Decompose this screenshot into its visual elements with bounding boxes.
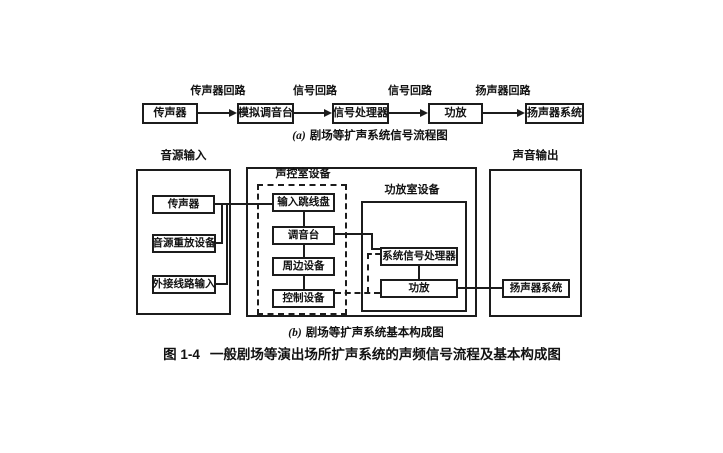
connector-line	[221, 205, 223, 243]
node-system-signal-processor: 系统信号处理器	[380, 247, 458, 266]
arrow-line	[198, 112, 229, 114]
node-microphone-b: 传声器	[152, 195, 215, 214]
node-peripheral-equipment: 周边设备	[272, 257, 335, 276]
section-label-source-input: 音源输入	[160, 150, 207, 162]
node-power-amplifier-b: 功放	[380, 279, 458, 298]
node-external-line-input: 外接线路输入	[152, 275, 216, 294]
sound-output-container	[489, 169, 582, 317]
equipment-room-container	[246, 167, 477, 317]
arrow-line	[389, 112, 420, 114]
connector-line	[303, 212, 305, 226]
section-label-amp-room: 功放室设备	[384, 184, 440, 196]
dashed-connector-line	[367, 253, 369, 293]
section-label-sound-output: 声音输出	[512, 150, 559, 162]
caption-a-text: 剧场等扩声系统信号流程图	[309, 130, 448, 142]
dashed-connector-line	[335, 292, 380, 294]
node-analog-mixer: 模拟调音台	[237, 103, 294, 124]
figure-caption: 图 1-4 一般剧场等演出场所扩声系统的声频信号流程及基本构成图	[162, 347, 562, 363]
amp-room-container	[361, 201, 467, 312]
node-microphone-a: 传声器	[142, 103, 198, 124]
arrowhead-icon	[229, 109, 237, 117]
arrowhead-icon	[517, 109, 525, 117]
connector-line	[216, 242, 223, 244]
connector-line	[216, 283, 228, 285]
node-source-playback: 音源重放设备	[152, 234, 216, 253]
figure-caption-text: 一般剧场等演出场所扩声系统的声频信号流程及基本构成图	[209, 347, 561, 362]
connector-line	[371, 235, 373, 249]
node-power-amplifier-a: 功放	[428, 103, 483, 124]
connector-line	[303, 276, 305, 289]
arrow-line	[294, 112, 324, 114]
caption-b-text: 剧场等扩声系统基本构成图	[305, 327, 444, 339]
connector-line	[226, 205, 228, 284]
node-speaker-system-a: 扬声器系统	[525, 103, 584, 124]
node-control-equipment: 控制设备	[272, 289, 335, 308]
connector-line	[458, 287, 502, 289]
connector-line	[303, 245, 305, 257]
flow-label-signal-loop-1: 信号回路	[293, 85, 337, 97]
node-signal-processor: 信号处理器	[332, 103, 389, 124]
connector-line	[418, 266, 420, 279]
figure-number: 图 1-4	[163, 347, 200, 362]
control-room-dashed-container	[257, 184, 347, 315]
caption-diagram-a: (a)剧场等扩声系统信号流程图	[260, 130, 480, 144]
dashed-connector-line	[367, 253, 380, 255]
source-input-container	[136, 169, 231, 315]
node-input-patch-panel: 输入跳线盘	[272, 193, 335, 212]
node-mixing-console: 调音台	[272, 226, 335, 245]
section-label-control-room: 声控室设备	[275, 168, 331, 180]
arrowhead-icon	[420, 109, 428, 117]
node-speaker-system-b: 扬声器系统	[502, 279, 570, 298]
connector-line	[215, 203, 272, 205]
caption-diagram-b: (b)剧场等扩声系统基本构成图	[216, 327, 516, 341]
connector-line	[335, 233, 373, 235]
flow-label-signal-loop-2: 信号回路	[388, 85, 432, 97]
caption-b-prefix: (b)	[288, 327, 302, 339]
flow-label-speaker-loop: 扬声器回路	[475, 85, 531, 97]
connector-line	[371, 248, 380, 250]
flow-label-mic-loop: 传声器回路	[190, 85, 246, 97]
arrowhead-icon	[324, 109, 332, 117]
caption-a-prefix: (a)	[292, 130, 306, 142]
arrow-line	[483, 112, 517, 114]
